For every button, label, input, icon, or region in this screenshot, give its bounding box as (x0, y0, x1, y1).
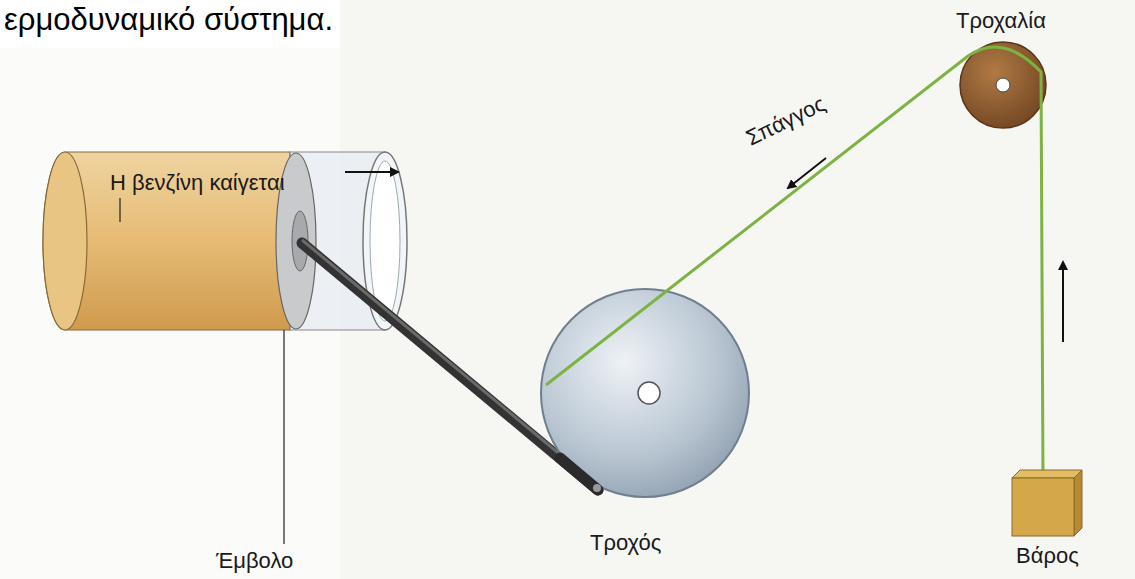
string (546, 47, 1043, 478)
weight-side (1074, 470, 1082, 536)
connecting-rod (560, 458, 598, 490)
page-ground (340, 0, 1135, 579)
motion-arrow (345, 171, 398, 173)
motion-arrow (788, 158, 826, 188)
pulley (960, 42, 1046, 128)
part-label: Η βενζίνη καίγεται (110, 170, 285, 195)
cylinder-end (43, 152, 87, 330)
connecting-rod (302, 243, 598, 490)
weight (1012, 478, 1074, 536)
fuel-chamber (43, 152, 290, 330)
wheel-hub (638, 382, 660, 404)
motion-arrow (1062, 262, 1064, 342)
weight-top (1012, 470, 1082, 478)
pulley-axle (996, 78, 1010, 92)
page-ground (0, 48, 340, 579)
part-label: Τροχός (590, 530, 661, 555)
part-label: Έμβολο (216, 548, 293, 573)
crank-pin (593, 484, 601, 492)
part-label: Βάρος (1016, 543, 1079, 568)
slide-heading: ερμοδυναμικό σύστημα. (4, 2, 333, 38)
leader-line (283, 330, 284, 544)
wheel (541, 289, 749, 497)
part-label: Τροχαλία (956, 8, 1046, 33)
leader-line (119, 198, 120, 222)
